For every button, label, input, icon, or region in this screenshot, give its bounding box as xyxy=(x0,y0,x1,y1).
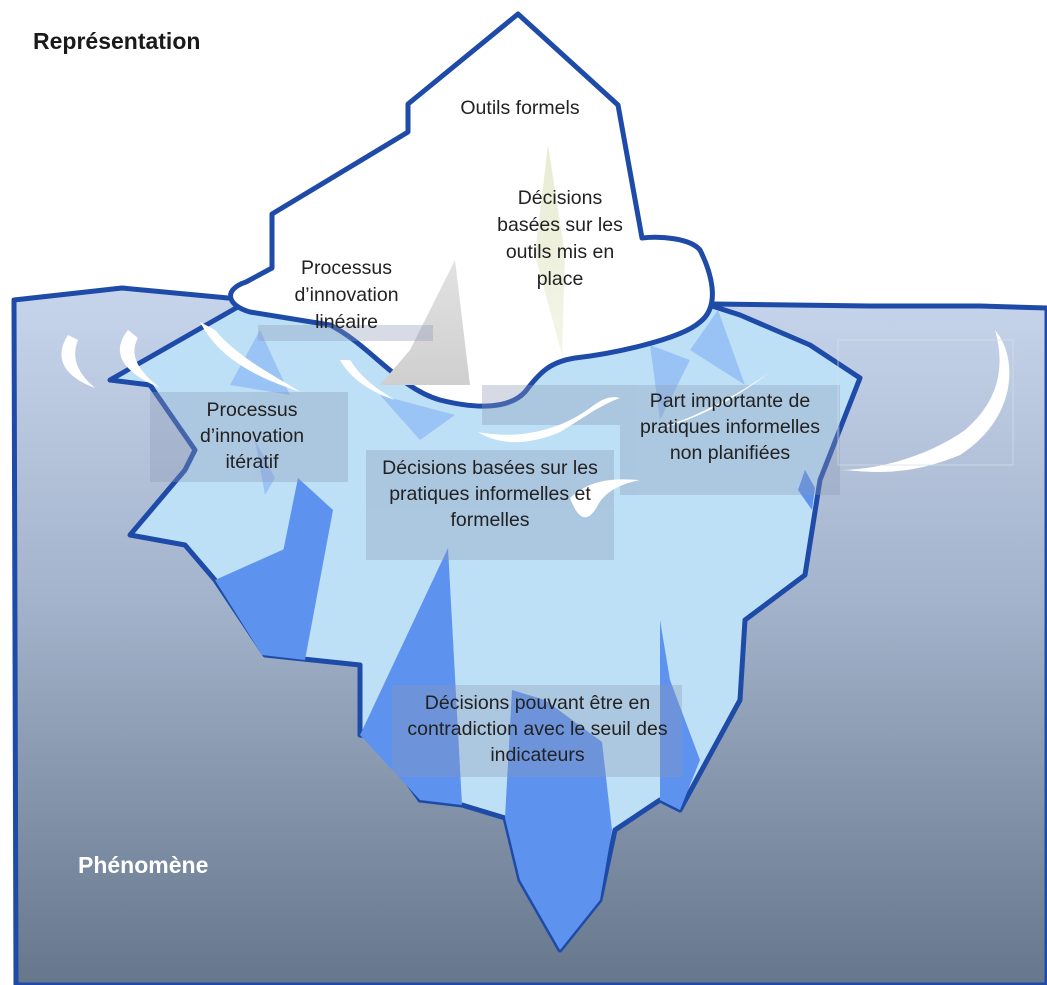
label-processus-iteratif: Processus d’innovation itératif xyxy=(199,399,305,473)
grey-shard xyxy=(380,260,470,385)
heading-phenomene: Phénomène xyxy=(78,852,209,878)
heading-representation: Représentation xyxy=(33,28,201,54)
underwater-shards xyxy=(215,470,815,950)
wave-swirls xyxy=(61,322,1010,518)
label-panels xyxy=(150,325,840,777)
label-decisions-outils: Décisions basées sur les outils mis en p… xyxy=(497,187,623,290)
label-decisions-contradiction: Décisions pouvant être en contradiction … xyxy=(407,692,668,766)
label-decisions-pratiques: Décisions basées sur les pratiques infor… xyxy=(382,457,598,531)
label-outils-formels: Outils formels xyxy=(460,97,580,119)
pale-shard xyxy=(535,145,565,355)
visible-iceberg xyxy=(228,11,715,409)
label-part-importante: Part importante de pratiques informelles… xyxy=(640,390,820,464)
right-panel-outline xyxy=(837,339,1014,466)
label-processus-lineaire: Processus d’innovation linéaire xyxy=(294,257,399,333)
